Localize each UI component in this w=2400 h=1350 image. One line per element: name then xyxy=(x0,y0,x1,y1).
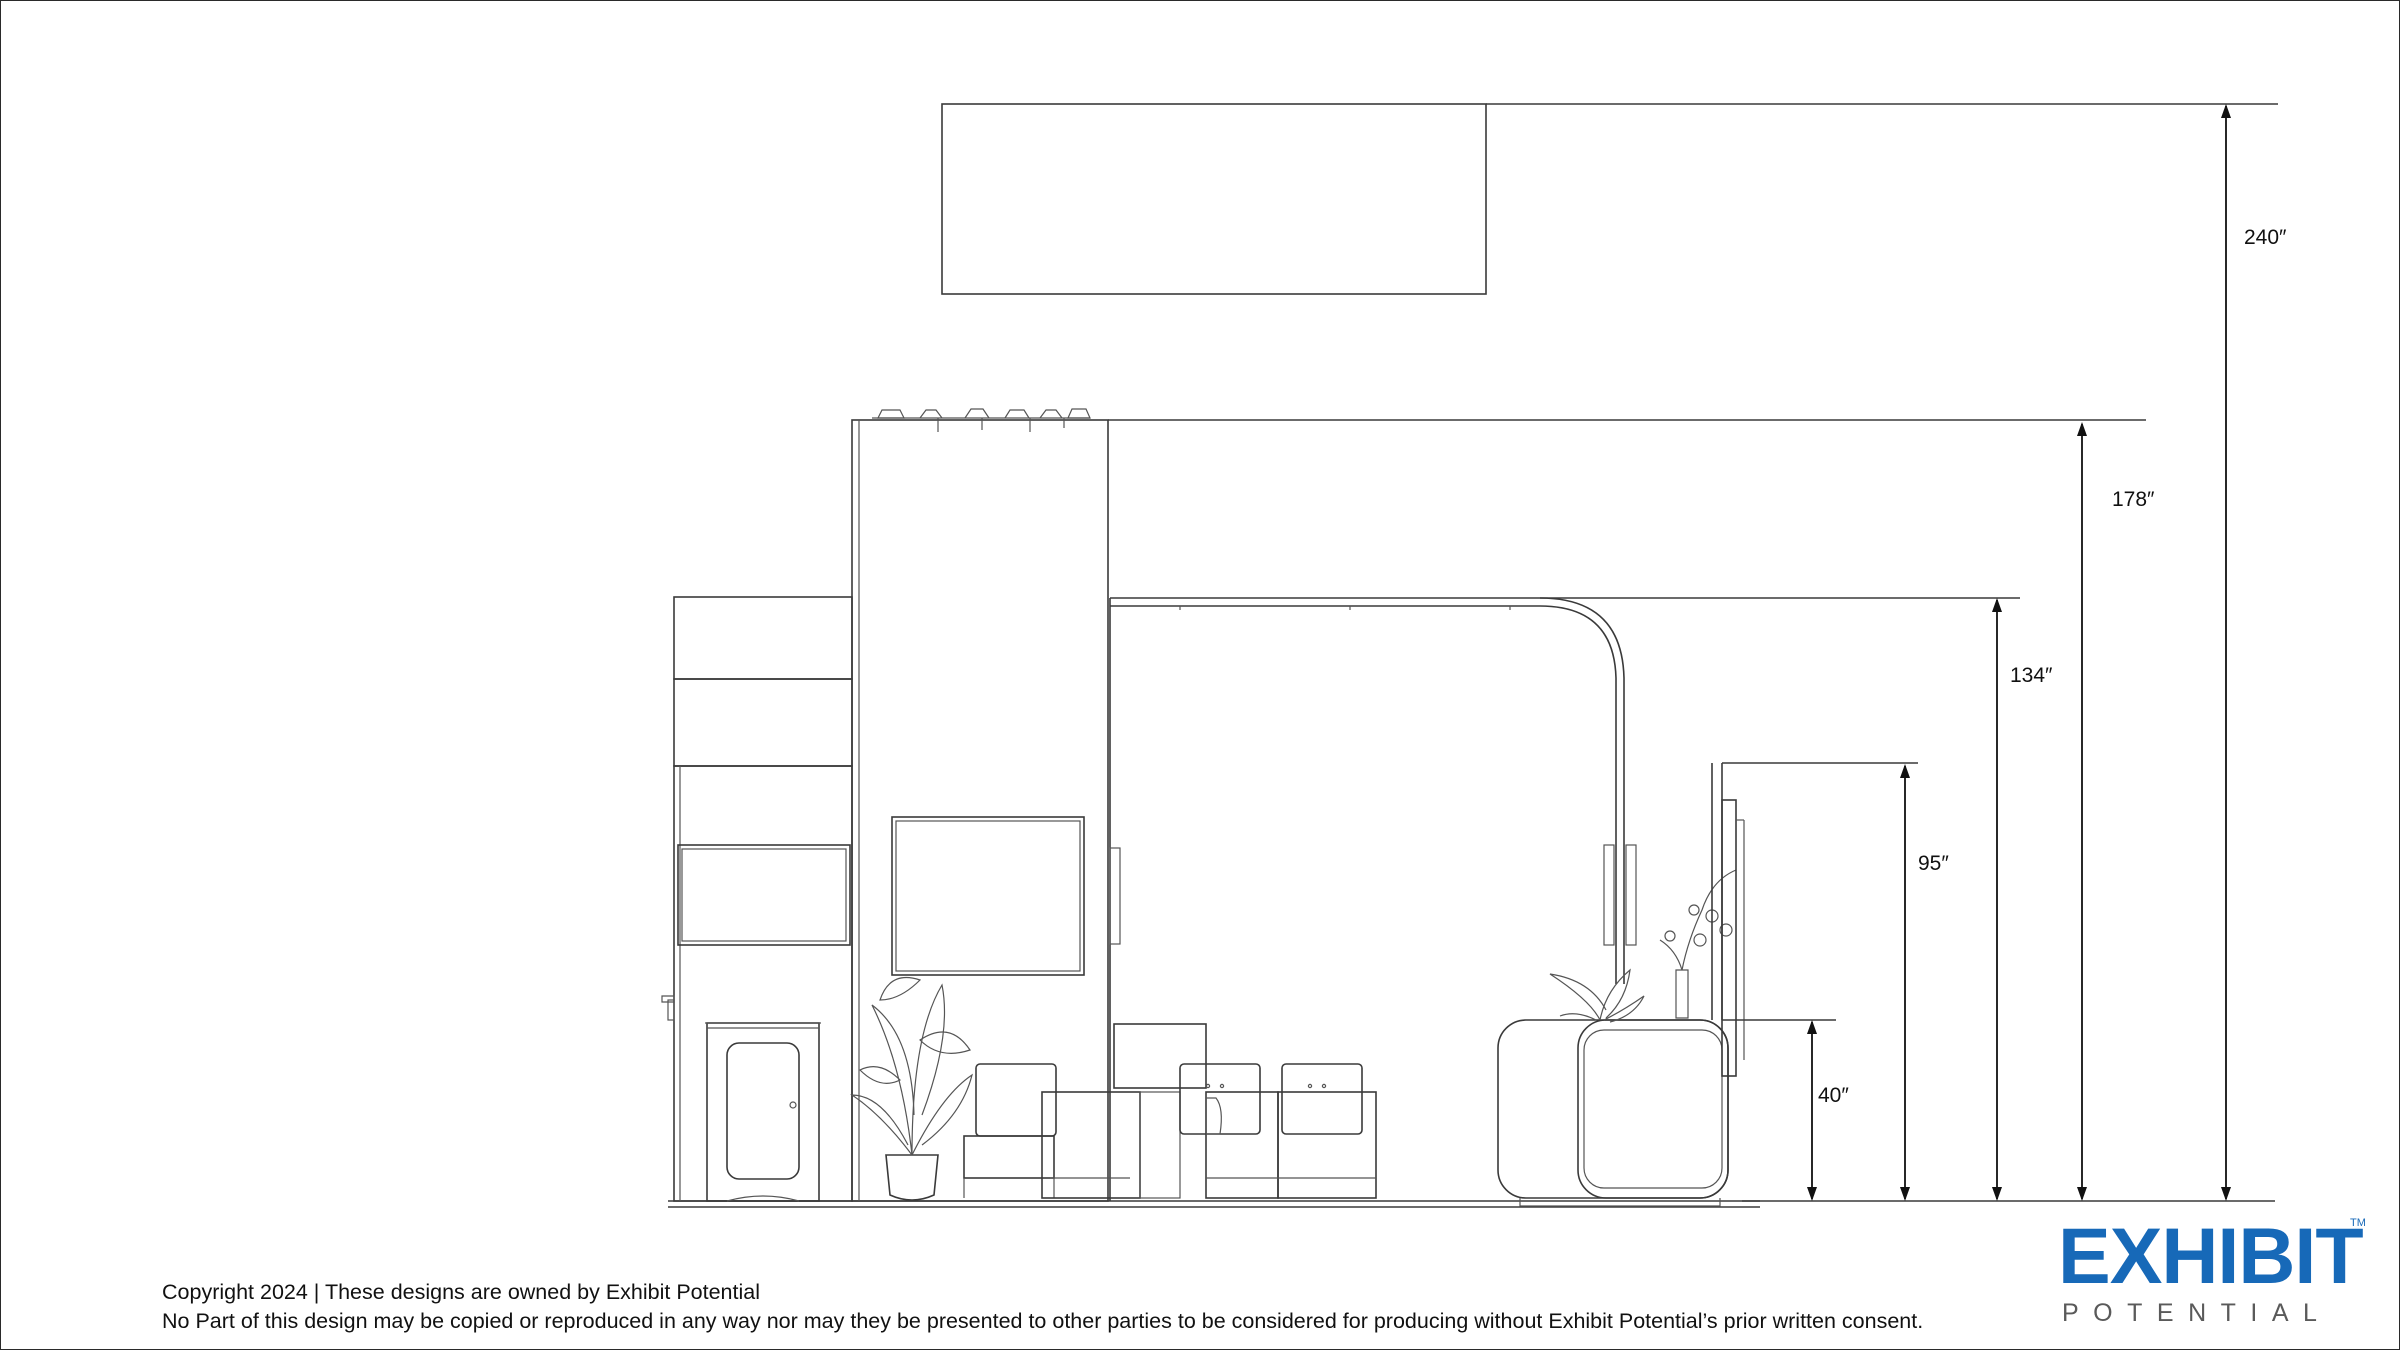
left-monitor xyxy=(677,844,851,946)
dimension-95 xyxy=(1900,764,1910,1201)
dimension-134 xyxy=(1992,598,2002,1201)
left-potted-plant xyxy=(850,976,973,1201)
copyright-text: Copyright 2024 | These designs are owned… xyxy=(162,1280,761,1304)
logo-wordmark: EXHIBIT xyxy=(2058,1211,2364,1300)
right-wall-panel xyxy=(1711,762,1918,1077)
logo-trademark: TM xyxy=(2350,1217,2366,1229)
dimension-240 xyxy=(2221,104,2231,1201)
reception-counter xyxy=(1497,869,1737,1207)
dimension-178-label: 178″ xyxy=(2112,488,2155,511)
footer: Copyright 2024 | These designs are owned… xyxy=(162,1278,1923,1336)
left-storage-unit xyxy=(661,596,853,1202)
dimension-178 xyxy=(2077,422,2087,1201)
tower-monitor xyxy=(891,816,1085,976)
dimension-40 xyxy=(1807,1020,1817,1201)
dimension-95-label: 95″ xyxy=(1918,852,1949,875)
consent-notice: No Part of this design may be copied or … xyxy=(162,1309,1924,1333)
storage-cabinet xyxy=(706,1022,820,1202)
tower xyxy=(851,408,2146,1202)
dimension-240-label: 240″ xyxy=(2244,226,2287,249)
lounge-arch-frame xyxy=(1109,597,2020,1201)
logo-subtitle: POTENTIAL xyxy=(2062,1299,2332,1327)
lounge-chairs xyxy=(963,1023,1377,1199)
floor-line xyxy=(668,1200,2275,1208)
exhibit-potential-logo: EXHIBIT TM POTENTIAL xyxy=(2058,1215,2368,1331)
dimension-134-label: 134″ xyxy=(2010,664,2053,687)
dimension-40-label: 40″ xyxy=(1818,1084,1849,1107)
tower-top-lights xyxy=(872,408,1091,432)
hanging-sign xyxy=(941,103,1487,295)
